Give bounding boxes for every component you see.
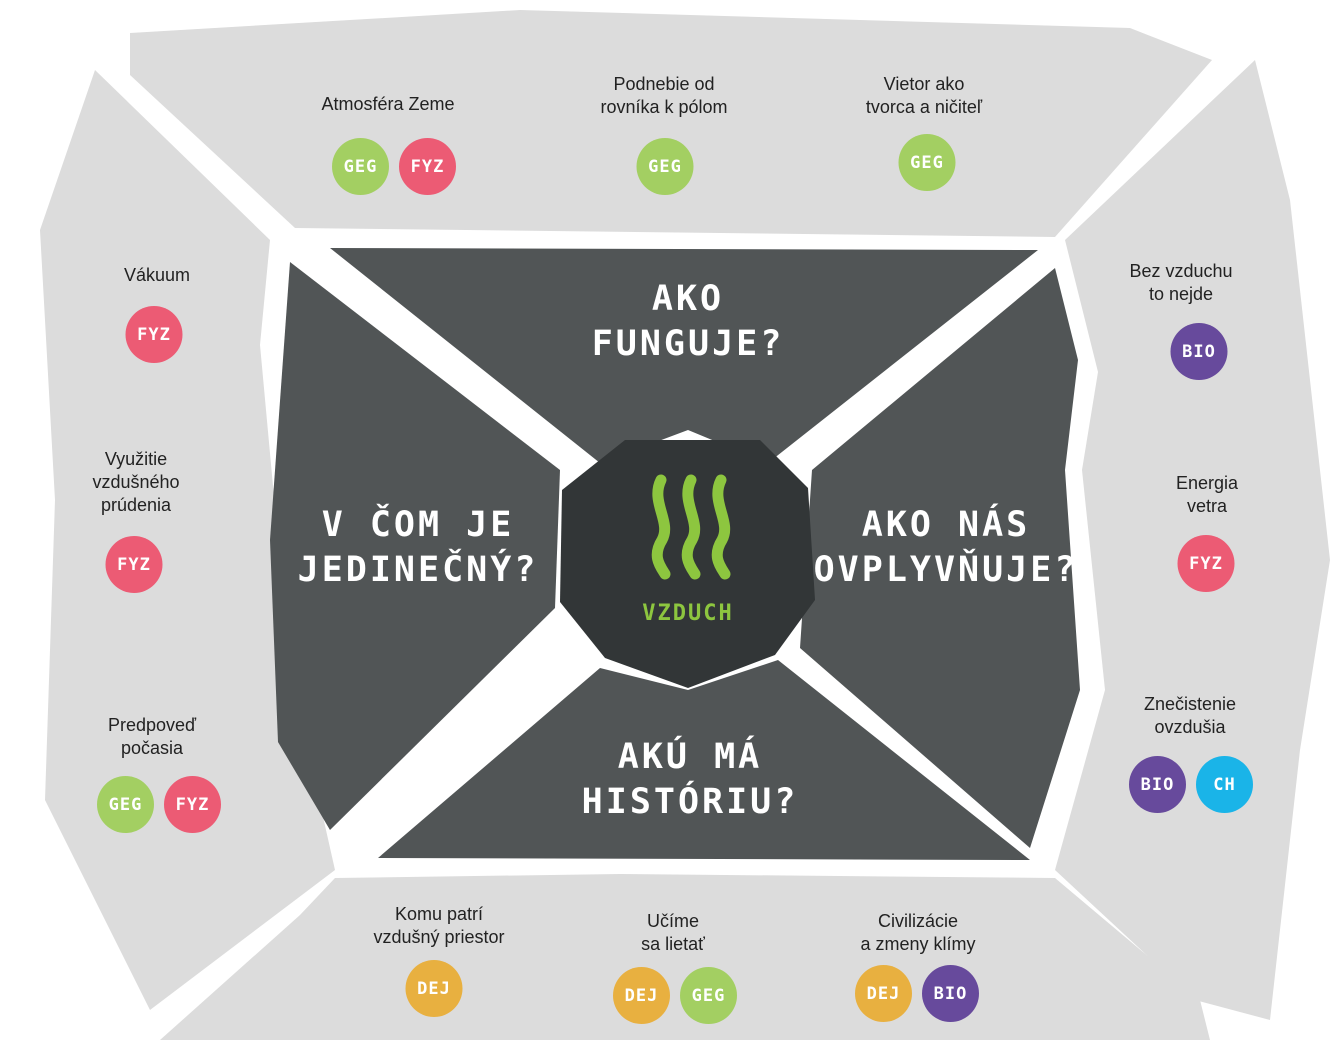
subject-badge-bio: BIO [1170,323,1228,380]
topic-line: vzdušného [92,472,180,492]
topic-line: Podnebie od [613,74,715,94]
quadrant-bottom [378,660,1030,860]
topic-line: Predpoveď [107,715,197,735]
question-right-line-1: AKO NÁS [861,505,1031,545]
topic-vietor: Vietor ako tvorca a ničiteľ [866,73,982,119]
topic-line: Využitie [104,449,168,469]
topic-line: prúdenia [100,495,172,515]
topic-line: vzdušný priestor [373,927,505,947]
quadrant-left [270,262,560,830]
badge-group: FYZ [125,306,183,363]
topic-line: Atmosféra Zeme [321,94,455,114]
subject-badge-bio: BIO [922,965,979,1022]
subject-badge-geg: GEG [680,967,737,1024]
topic-energia-vetra: Energia vetra [1176,472,1238,518]
question-top-line-2: FUNGUJE? [591,324,785,364]
badge-group: DEJ BIO [855,965,979,1022]
topic-vakuum: Vákuum [124,264,190,287]
question-left-line-1: V ČOM JE [321,505,515,545]
question-top: AKO FUNGUJE? [592,277,785,367]
question-right-line-2: OVPLYVŇUJE? [813,550,1079,590]
badge-group: FYZ [1177,535,1235,592]
question-right: AKO NÁS OVPLYVŇUJE? [814,503,1079,593]
badge-group: GEG FYZ [97,776,221,833]
outer-panel-left [40,70,335,1010]
badge-group: DEJ GEG [613,967,737,1024]
subject-badge-dej: DEJ [855,965,912,1022]
badge-group: FYZ [105,536,163,593]
topic-ucime-sa-lietat: Učíme sa lietať [641,910,705,956]
subject-badge-geg: GEG [97,776,154,833]
topic-line: Znečistenie [1143,694,1237,714]
question-bottom: AKÚ MÁ HISTÓRIU? [582,735,799,825]
subject-badge-fyz: FYZ [164,776,221,833]
question-left-line-2: JEDINEČNÝ? [297,550,539,590]
topic-line: rovníka k pólom [600,97,728,117]
topic-komu-patri: Komu patrí vzdušný priestor [373,903,504,949]
badge-group: BIO [1170,323,1228,380]
subject-badge-fyz: FYZ [125,306,183,363]
badge-group: DEJ [405,960,463,1017]
badge-group: GEG [898,134,956,191]
topic-line: Civilizácie [877,911,958,931]
topic-znecistenie: Znečistenie ovzdušia [1144,693,1236,739]
quadrant-right [800,268,1080,848]
topic-line: vetra [1186,496,1228,516]
subject-badge-geg: GEG [332,138,389,195]
topic-civilizacie: Civilizácie a zmeny klímy [860,910,975,956]
topic-line: sa lietať [641,934,705,954]
subject-badge-fyz: FYZ [1177,535,1235,592]
topic-line: tvorca a ničiteľ [865,97,983,117]
badge-group: BIO CH [1129,756,1253,813]
topic-vyuzitie: Využitie vzdušného prúdenia [92,448,179,517]
quadrant-top [330,248,1038,463]
outer-panel-top [130,10,1212,237]
subject-badge-dej: DEJ [405,960,463,1017]
topic-line: Vietor ako [883,74,965,94]
badge-group: GEG [636,138,694,195]
subject-badge-dej: DEJ [613,967,670,1024]
topic-line: počasia [120,738,184,758]
subject-badge-fyz: FYZ [105,536,163,593]
topic-line: Bez vzduchu [1129,261,1233,281]
topic-line: Učíme [646,911,700,931]
subject-badge-geg: GEG [898,134,956,191]
center-label: VZDUCH [642,601,734,626]
subject-badge-bio: BIO [1129,756,1186,813]
question-bottom-line-2: HISTÓRIU? [581,782,799,822]
topic-line: ovzdušia [1154,717,1226,737]
badge-group: GEG FYZ [332,138,456,195]
question-top-line-1: AKO [651,279,725,319]
topic-predpoved: Predpoveď počasia [108,714,196,760]
air-waves-icon [651,474,731,580]
topic-line: a zmeny klímy [860,934,976,954]
topic-bez-vzduchu: Bez vzduchu to nejde [1129,260,1232,306]
topic-line: Energia [1175,473,1239,493]
topic-line: to nejde [1148,284,1214,304]
subject-badge-fyz: FYZ [399,138,456,195]
topic-podnebie: Podnebie od rovníka k pólom [600,73,727,119]
subject-badge-geg: GEG [636,138,694,195]
topic-line: Komu patrí [394,904,484,924]
question-bottom-line-1: AKÚ MÁ [617,737,763,777]
topic-atmosfera-zeme: Atmosféra Zeme [321,93,454,116]
question-left: V ČOM JE JEDINEČNÝ? [298,503,539,593]
topic-line: Vákuum [123,265,191,285]
subject-badge-ch: CH [1196,756,1253,813]
